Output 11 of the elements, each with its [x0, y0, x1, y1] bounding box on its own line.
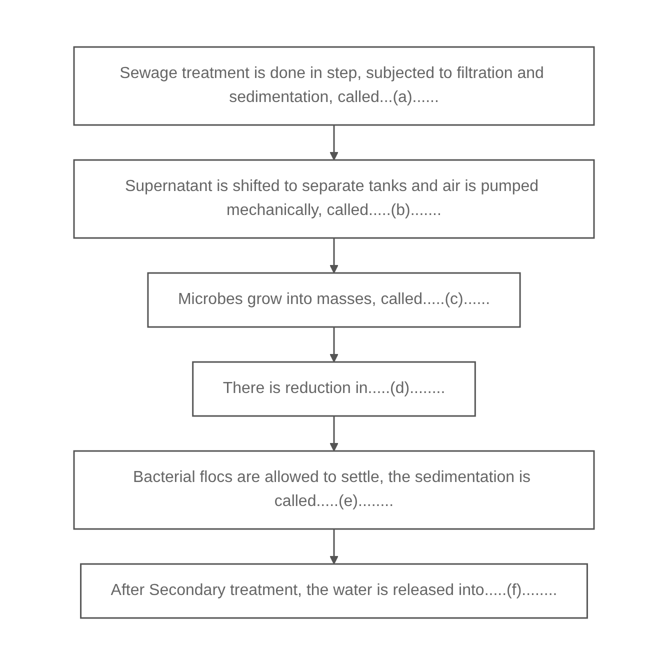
arrow [329, 528, 338, 564]
node-box: Supernatant is shifted to separate tanks and air is pumped mechanically, called.....(b)....... [72, 158, 594, 238]
arrow [329, 326, 338, 362]
node-box: Sewage treatment is done in step, subjected to filtration and sedimentation, called...(a)...... [72, 46, 594, 126]
arrow [329, 238, 338, 273]
node-box: Bacterial flocs are allowed to settle, the sedimentation is called.....(e)........ [72, 450, 594, 530]
node-box: After Secondary treatment, the water is released into.....(f)........ [80, 562, 588, 618]
node-box: Microbes grow into masses, called.....(c)...... [146, 272, 520, 328]
arrow [329, 124, 338, 160]
arrow [329, 416, 338, 451]
node-box: There is reduction in.....(d)........ [192, 360, 476, 416]
